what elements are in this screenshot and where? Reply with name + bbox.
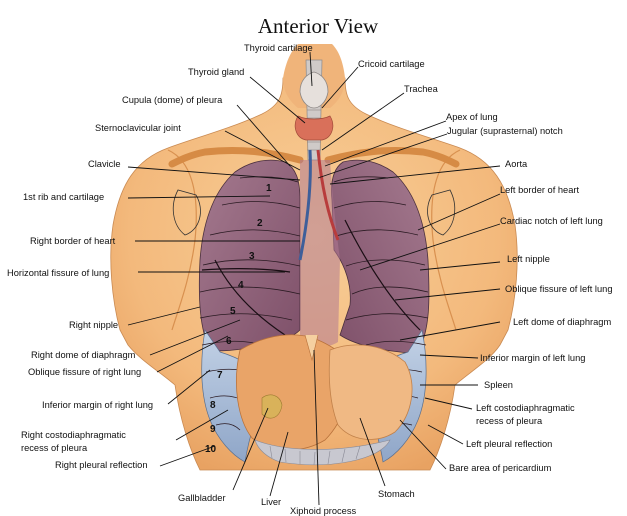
label-cardiac-notch: Cardiac notch of left lung [500,216,603,226]
label-right-nipple: Right nipple [69,320,118,330]
label-clavicle: Clavicle [88,159,121,169]
label-inferior-margin-left: Inferior margin of left lung [480,353,585,363]
label-inferior-margin-right: Inferior margin of right lung [42,400,153,410]
label-left-costodiaphragmatic-2: recess of pleura [476,416,543,426]
figure-title: Anterior View [258,14,379,38]
label-left-dome-diaphragm: Left dome of diaphragm [513,317,611,327]
rib-number: 8 [210,400,216,411]
rib-number: 1 [266,183,272,194]
label-jugular-notch: Jugular (suprasternal) notch [447,126,563,136]
rib-number: 9 [210,424,216,435]
label-right-pleural-reflection: Right pleural reflection [55,460,148,470]
label-right-border-of-heart: Right border of heart [30,236,116,246]
label-stomach: Stomach [378,489,415,499]
rib-number: 7 [217,370,223,381]
label-aorta: Aorta [505,159,528,169]
label-spleen: Spleen [484,380,513,390]
label-thyroid-gland: Thyroid gland [188,67,244,77]
label-oblique-fissure-left: Oblique fissure of left lung [505,284,613,294]
label-right-costodiaphragmatic-2: recess of pleura [21,443,88,453]
label-xiphoid-process: Xiphoid process [290,506,357,516]
label-cricoid-cartilage: Cricoid cartilage [358,59,425,69]
rib-number: 2 [257,218,263,229]
label-cupula-of-pleura: Cupula (dome) of pleura [122,95,223,105]
label-bare-area-pericardium: Bare area of pericardium [449,463,552,473]
label-left-nipple: Left nipple [507,254,550,264]
label-left-border-of-heart: Left border of heart [500,185,579,195]
label-right-dome-diaphragm: Right dome of diaphragm [31,350,136,360]
rib-number: 3 [249,251,255,262]
label-liver: Liver [261,497,281,507]
label-thyroid-cartilage: Thyroid cartilage [244,43,313,53]
rib-number: 5 [230,306,236,317]
label-left-costodiaphragmatic: Left costodiaphragmatic [476,403,575,413]
label-trachea: Trachea [404,84,439,94]
rib-number: 6 [226,336,232,347]
rib-number: 4 [238,280,244,291]
label-horizontal-fissure: Horizontal fissure of lung [7,268,109,278]
label-sternoclavicular-joint: Sternoclavicular joint [95,123,181,133]
label-left-pleural-reflection: Left pleural reflection [466,439,552,449]
label-apex-of-lung: Apex of lung [446,112,498,122]
label-oblique-fissure-right: Oblique fissure of right lung [28,367,141,377]
label-right-costodiaphragmatic: Right costodiaphragmatic [21,430,126,440]
label-first-rib: 1st rib and cartilage [23,192,104,202]
label-gallbladder: Gallbladder [178,493,226,503]
